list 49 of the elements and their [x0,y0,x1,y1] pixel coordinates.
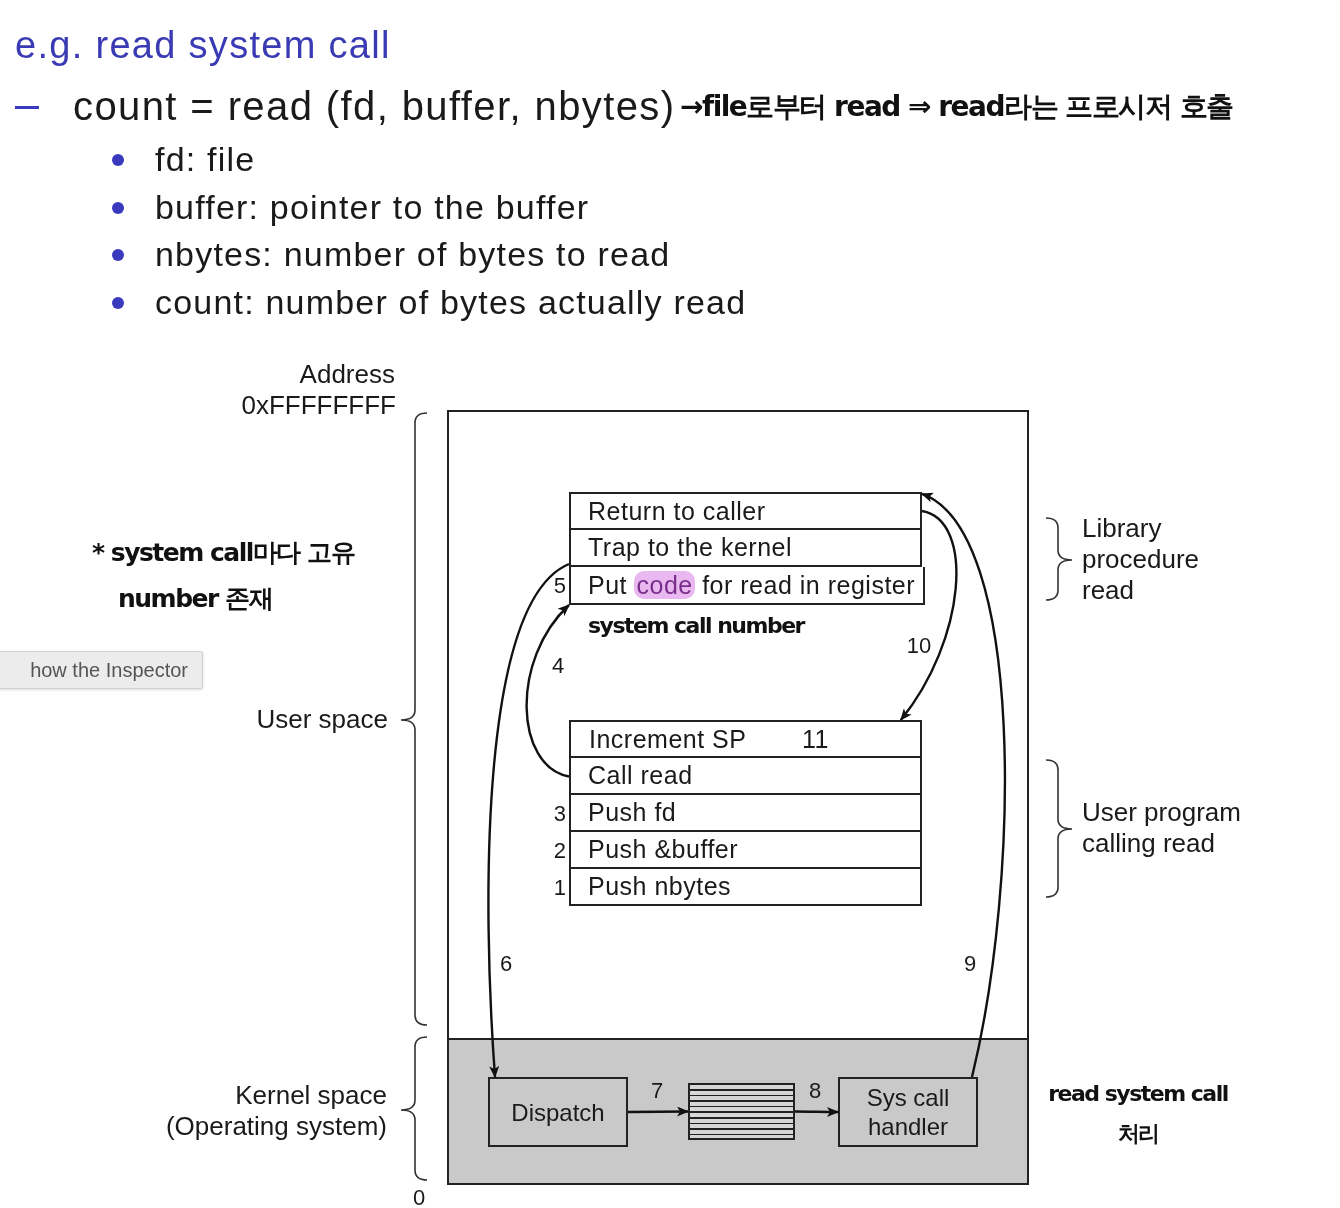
arrow [525,604,570,778]
arrow [795,1106,839,1117]
edge-label: 10 [906,634,932,658]
handwritten-note: * system call마다 고유 number 존재 [92,537,356,615]
edge-label: 4 [551,654,565,678]
handler-box: Sys call handler [838,1077,978,1147]
dispatch-box: Dispatch [488,1077,628,1147]
step-number: 11 [802,724,829,755]
edge-label: 7 [650,1079,664,1103]
bullet-text: nbytes: number of bytes to read [155,234,671,275]
step-number: 1 [553,874,566,902]
address-heading: Address [299,358,395,390]
step-number: 3 [553,800,566,828]
address-value: 0xFFFFFFFF [241,389,396,421]
edge-label: 9 [963,952,977,976]
instruction-box [569,720,922,758]
brace-label: Library procedure read [1082,513,1201,606]
instruction-box: Call read [569,758,922,795]
edge-label: 6 [499,952,513,976]
instruction-box: Put code for read in register [569,567,925,605]
instruction-box: Push nbytes [569,869,922,906]
bullet-text: fd: file [155,139,256,180]
bullet-text: count: number of bytes actually read [155,282,747,323]
arrow [899,509,958,721]
kernel-space-region [449,1038,1027,1183]
instruction-box: Trap to the kernel [569,530,922,567]
handwritten-note: read system call 처리 [1047,1080,1229,1148]
instruction-box: Push &buffer [569,832,922,869]
brace-label: User space [256,703,388,735]
instruction-box: Push fd [569,795,922,832]
arrow [628,1106,689,1117]
pointer-table [688,1083,795,1140]
arrow [487,563,570,1078]
instruction-box: Return to caller [569,492,922,530]
step-number: 2 [553,837,566,865]
step-number: 5 [553,572,566,600]
handwritten-note: →file로부터 read ⇒ read라는 프로시저 호출 [680,89,1233,125]
brace-label: User program calling read [1082,797,1242,859]
function-call-text: count = read (fd, buffer, nbytes) [73,83,676,130]
address-value: 0 [413,1186,426,1208]
instruction-text: Increment SP [589,724,747,755]
slide-title: e.g. read system call [15,23,391,68]
inspector-button: how the Inspector [0,651,203,689]
handwritten-note: system call number [588,612,804,640]
edge-label: 8 [808,1079,822,1103]
address-space-box [447,410,1029,1185]
arrow [921,492,1007,1078]
bullet-text: buffer: pointer to the buffer [155,187,590,228]
brace-label: Kernel space (Operating system) [164,1080,387,1142]
